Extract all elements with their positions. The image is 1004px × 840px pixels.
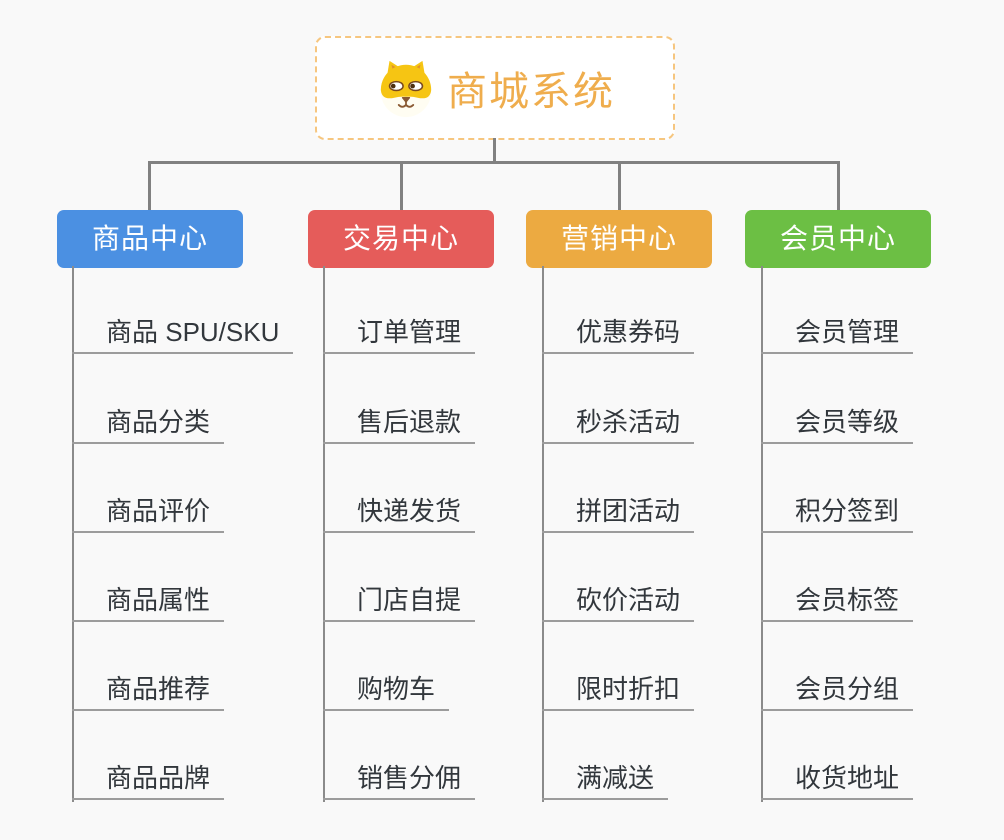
branch-trunk-member bbox=[761, 266, 763, 802]
leaf-node[interactable]: 商品品牌 bbox=[72, 758, 225, 800]
dog-face-icon bbox=[380, 60, 432, 118]
leaf-node[interactable]: 会员分组 bbox=[761, 669, 914, 711]
leaf-node[interactable]: 拼团活动 bbox=[542, 491, 695, 533]
leaf-node[interactable]: 商品属性 bbox=[72, 580, 225, 622]
leaf-node[interactable]: 门店自提 bbox=[323, 580, 476, 622]
leaf-node[interactable]: 会员标签 bbox=[761, 580, 914, 622]
leaf-node[interactable]: 优惠券码 bbox=[542, 312, 695, 354]
root-title: 商城系统 bbox=[447, 70, 615, 114]
leaf-node[interactable]: 会员等级 bbox=[761, 402, 914, 444]
connector-root-stem bbox=[493, 138, 496, 163]
connector-drop-products bbox=[148, 161, 151, 211]
branch-node-marketing-center[interactable]: 营销中心 bbox=[526, 210, 712, 268]
connector-horizontal bbox=[148, 161, 840, 164]
connector-drop-marketing bbox=[618, 161, 621, 211]
branch-node-member-center[interactable]: 会员中心 bbox=[745, 210, 931, 268]
leaf-node[interactable]: 限时折扣 bbox=[542, 669, 695, 711]
leaf-node[interactable]: 积分签到 bbox=[761, 491, 914, 533]
leaf-node[interactable]: 销售分佣 bbox=[323, 758, 476, 800]
leaf-node[interactable]: 秒杀活动 bbox=[542, 402, 695, 444]
leaf-node[interactable]: 砍价活动 bbox=[542, 580, 695, 622]
branch-trunk-marketing bbox=[542, 266, 544, 802]
leaf-node[interactable]: 收货地址 bbox=[761, 758, 914, 800]
leaf-node[interactable]: 会员管理 bbox=[761, 312, 914, 354]
leaf-node[interactable]: 商品评价 bbox=[72, 491, 225, 533]
branch-node-trade-center[interactable]: 交易中心 bbox=[308, 210, 494, 268]
leaf-node[interactable]: 购物车 bbox=[323, 669, 450, 711]
leaf-node[interactable]: 商品分类 bbox=[72, 402, 225, 444]
leaf-node[interactable]: 售后退款 bbox=[323, 402, 476, 444]
leaf-node[interactable]: 商品推荐 bbox=[72, 669, 225, 711]
leaf-node[interactable]: 快递发货 bbox=[323, 491, 476, 533]
branch-node-product-center[interactable]: 商品中心 bbox=[57, 210, 243, 268]
leaf-node[interactable]: 订单管理 bbox=[323, 312, 476, 354]
connector-drop-trade bbox=[400, 161, 403, 211]
connector-drop-members bbox=[837, 161, 840, 211]
leaf-node[interactable]: 满减送 bbox=[542, 758, 669, 800]
leaf-node[interactable]: 商品 SPU/SKU bbox=[72, 312, 294, 354]
branch-trunk-trade bbox=[323, 266, 325, 802]
branch-trunk-product bbox=[72, 266, 74, 802]
root-node[interactable]: 商城系统 bbox=[315, 36, 675, 140]
